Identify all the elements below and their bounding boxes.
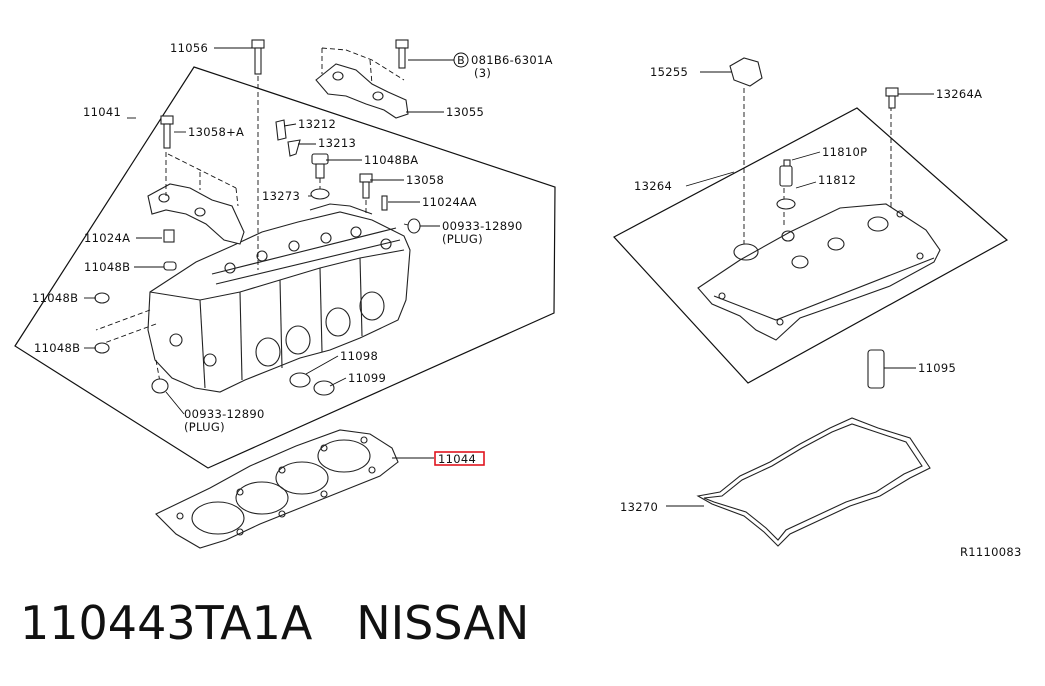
tube-11095: [867, 349, 885, 389]
label-11812: 11812: [818, 173, 856, 187]
cylinder-head-frame: [14, 66, 556, 469]
bolt-13058a: [160, 115, 174, 149]
label-00933-12890-top: 00933-12890: [442, 219, 523, 233]
plug-00933-bottom: [151, 378, 169, 394]
rocker-cover: [697, 203, 941, 341]
label-13058a: 13058+A: [188, 125, 244, 139]
label-081b6-6301a: 081B6-6301A: [471, 53, 553, 67]
label-11024a: 11024A: [84, 231, 130, 245]
label-11048ba: 11048BA: [364, 153, 418, 167]
highlight-box-11044: [434, 451, 485, 466]
label-11041: 11041: [83, 105, 121, 119]
label-11056: 11056: [170, 41, 208, 55]
label-11099: 11099: [348, 371, 386, 385]
cylinder-head: [147, 203, 411, 393]
label-11098: 11098: [340, 349, 378, 363]
label-15255: 15255: [650, 65, 688, 79]
valve-11810p: [779, 159, 793, 187]
cam-bracket-front: [147, 183, 245, 245]
plug-11048b-2: [94, 292, 110, 304]
label-13264a: 13264A: [936, 87, 982, 101]
label-13055: 13055: [446, 105, 484, 119]
label-13264: 13264: [634, 179, 672, 193]
label-11810p: 11810P: [822, 145, 867, 159]
plug-11048b-1: [163, 261, 177, 271]
pin-11024a: [163, 229, 175, 243]
label-plug-bottom: (PLUG): [184, 420, 225, 434]
bolt-13058: [359, 173, 373, 199]
label-11024aa: 11024AA: [422, 195, 477, 209]
seal-11099: [313, 380, 335, 396]
plug-00933-top: [407, 218, 421, 234]
plug-11048b-3: [94, 342, 110, 354]
label-11048b-2: 11048B: [32, 291, 78, 305]
seal-11098: [289, 372, 311, 388]
label-13212: 13212: [298, 117, 336, 131]
bolt-13264a: [885, 87, 899, 109]
part-number-caption: 110443TA1A NISSAN: [20, 596, 530, 650]
cover-gasket-13270: [696, 417, 931, 547]
cam-bracket-rear: [315, 63, 409, 119]
filter-11048ba: [311, 153, 329, 179]
bolt-11056: [251, 39, 265, 75]
head-gasket: [155, 429, 399, 549]
label-11044[interactable]: 11044: [438, 452, 476, 466]
bolt-type-b-symbol: B: [457, 54, 465, 67]
label-11048b-3: 11048B: [34, 341, 80, 355]
oil-cap-15255: [729, 57, 763, 87]
seal-13273: [310, 188, 330, 200]
diagram-reference-code: R1110083: [960, 545, 1022, 559]
label-00933-12890-bottom: 00933-12890: [184, 407, 265, 421]
pin-11024aa: [381, 195, 388, 211]
label-11095: 11095: [918, 361, 956, 375]
label-13273: 13273: [262, 189, 300, 203]
bolt-08186: [395, 39, 409, 69]
label-11048b-1: 11048B: [84, 260, 130, 274]
label-13213: 13213: [318, 136, 356, 150]
label-plug-top: (PLUG): [442, 232, 483, 246]
grommet-11812: [776, 198, 796, 210]
label-081b6-6301a-qty: (3): [474, 66, 491, 80]
label-13058: 13058: [406, 173, 444, 187]
pin-13212: [275, 119, 287, 141]
pin-13213: [287, 139, 301, 157]
bolt-type-b-icon: [453, 52, 469, 68]
rocker-cover-frame: [613, 107, 1009, 384]
label-13270: 13270: [620, 500, 658, 514]
